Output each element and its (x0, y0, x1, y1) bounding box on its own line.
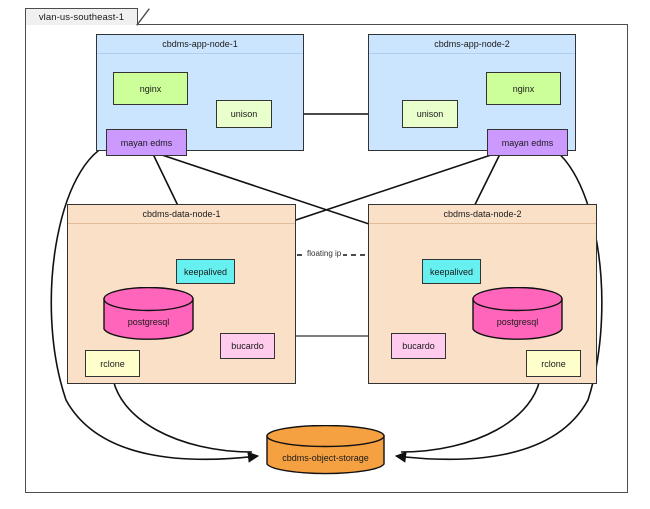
service-postgresql-2[interactable]: postgresql (472, 287, 563, 341)
container-title-data-node-2: cbdms-data-node-2 (369, 205, 596, 224)
container-data-node-2: cbdms-data-node-2 keepalived postgresql … (368, 204, 597, 384)
service-bucardo-2[interactable]: bucardo (391, 333, 446, 359)
service-nginx-1[interactable]: nginx (113, 72, 188, 105)
service-mayan-edms-2[interactable]: mayan edms (487, 129, 568, 156)
package-tab-slant-icon (136, 8, 150, 26)
service-unison-2[interactable]: unison (402, 100, 458, 128)
container-body-app-node-2: nginx unison mayan edms (369, 54, 575, 156)
service-mayan-edms-1[interactable]: mayan edms (106, 129, 187, 156)
service-keepalived-1[interactable]: keepalived (176, 259, 235, 284)
container-body-app-node-1: nginx unison mayan edms (97, 54, 303, 156)
package-tab: vlan-us-southeast-1 (25, 8, 138, 25)
service-bucardo-1[interactable]: bucardo (220, 333, 275, 359)
container-title-data-node-1: cbdms-data-node-1 (68, 205, 295, 224)
container-app-node-2: cbdms-app-node-2 nginx unison mayan edms (368, 34, 576, 156)
container-app-node-1: cbdms-app-node-1 nginx unison mayan edms (96, 34, 304, 156)
service-postgresql-1[interactable]: postgresql (103, 287, 194, 341)
service-rclone-1[interactable]: rclone (85, 350, 140, 377)
object-storage-cylinder[interactable]: cbdms-object-storage (266, 425, 385, 475)
service-unison-1[interactable]: unison (216, 100, 272, 128)
service-rclone-2[interactable]: rclone (526, 350, 581, 377)
container-body-data-node-1: keepalived postgresql bucardo rclone (68, 224, 295, 383)
service-nginx-2[interactable]: nginx (486, 72, 561, 105)
container-body-data-node-2: keepalived postgresql bucardo rclone (369, 224, 596, 383)
container-data-node-1: cbdms-data-node-1 keepalived postgresql … (67, 204, 296, 384)
package-label: vlan-us-southeast-1 (38, 11, 125, 23)
edge-label-floating-ip: floating ip (305, 249, 344, 258)
container-title-app-node-1: cbdms-app-node-1 (97, 35, 303, 54)
container-title-app-node-2: cbdms-app-node-2 (369, 35, 575, 54)
service-keepalived-2[interactable]: keepalived (422, 259, 481, 284)
